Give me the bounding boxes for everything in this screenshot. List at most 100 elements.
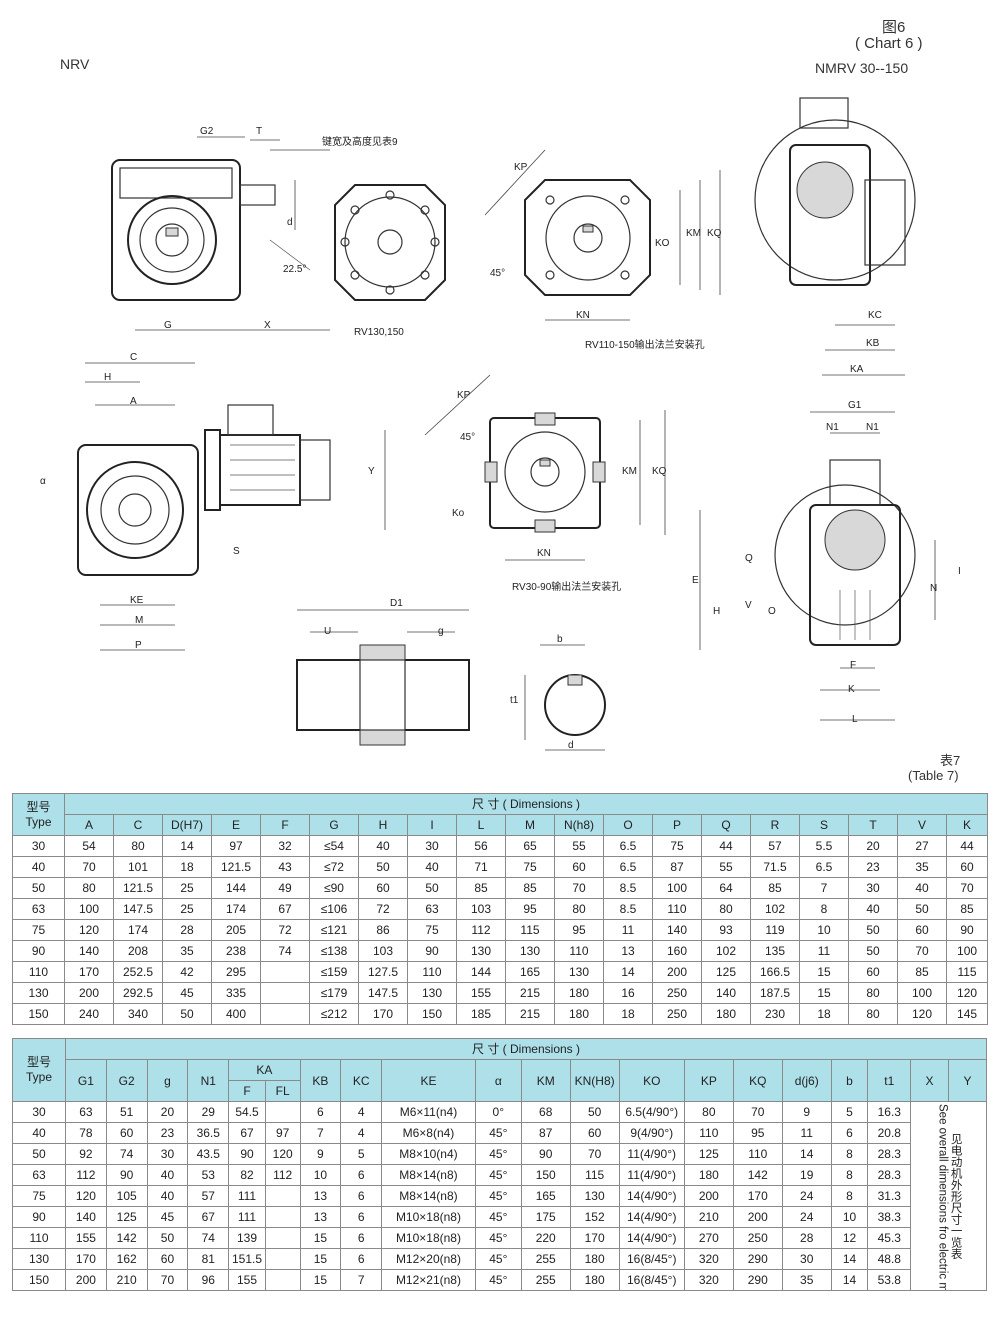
table2-cell: 67 — [187, 1206, 230, 1228]
figure-number-cn: 图6 — [882, 19, 906, 36]
table1-dims-title: 尺 寸 ( Dimensions ) — [63, 793, 989, 815]
table1-cell: 8 — [799, 898, 849, 920]
table1-cell — [260, 982, 310, 1004]
table1-type-cell: 63 — [12, 898, 65, 920]
table2-cell: 24 — [781, 1185, 832, 1207]
table2-cell: 6.5(4/90°) — [618, 1101, 685, 1123]
table2-cell: 200 — [65, 1269, 107, 1291]
table1-cell: 100 — [652, 877, 702, 899]
table2-type-cell: 110 — [11, 1227, 67, 1249]
table2-cell: 8 — [830, 1164, 869, 1186]
table1-cell: 44 — [945, 835, 989, 857]
table1-cell: 8.5 — [603, 898, 653, 920]
table2-cell — [264, 1248, 301, 1270]
table2-cell: 250 — [732, 1227, 783, 1249]
table1-cell: 238 — [211, 940, 261, 962]
label-t1: t1 — [510, 695, 519, 706]
label-v: V — [745, 600, 752, 611]
table1-cell: 8.5 — [603, 877, 653, 899]
table1-cell: ≤179 — [309, 982, 359, 1004]
table1-cell: 90 — [945, 919, 989, 941]
table2-col-header: G2 — [105, 1059, 148, 1102]
table2-type-cn: 型号 — [27, 1055, 52, 1069]
table2-cell: 38.3 — [867, 1206, 912, 1228]
table2-cell: M12×21(n8) — [381, 1269, 476, 1291]
table2-cell: 19 — [781, 1164, 832, 1186]
table1-cell: 208 — [113, 940, 163, 962]
table1-cell: 130 — [505, 940, 555, 962]
table2-cell: 82 — [228, 1164, 266, 1186]
table1-col-header: O — [603, 814, 653, 836]
table1-cell: 30 — [848, 877, 898, 899]
table2-cell: 151.5 — [228, 1248, 266, 1270]
table1-cell: 55 — [554, 835, 604, 857]
table2-cell: 290 — [732, 1248, 783, 1270]
table1-cell: 121.5 — [211, 856, 261, 878]
table1-cell: 18 — [603, 1003, 653, 1025]
table1-cell: 35 — [897, 856, 947, 878]
table2-cell: 60 — [105, 1122, 148, 1144]
table2-cell: 90 — [520, 1143, 571, 1165]
table1-cell: 44 — [701, 835, 751, 857]
table2-ka-subheader: F — [228, 1080, 266, 1102]
table1-cell: 13 — [603, 940, 653, 962]
table2-col-header: N1 — [187, 1059, 230, 1102]
table2-col-header: KA — [228, 1059, 301, 1081]
table2-cell: 7 — [340, 1269, 383, 1291]
label-45-top: 45° — [490, 268, 506, 279]
table2-col-header: g — [146, 1059, 189, 1102]
table1-col-header: Q — [701, 814, 751, 836]
table1-type-cell: 30 — [12, 835, 65, 857]
table2-cell: 15 — [299, 1227, 342, 1249]
table2-cell: 6 — [830, 1122, 869, 1144]
technical-drawings — [77, 97, 936, 751]
table2-cell: 290 — [732, 1269, 783, 1291]
table1-cell: 103 — [358, 940, 408, 962]
table1-cell: 85 — [945, 898, 989, 920]
table2-cell: 14 — [830, 1269, 869, 1291]
table2-cell: 78 — [65, 1122, 107, 1144]
table2-cell: 0° — [474, 1101, 522, 1123]
table1-cell: 70 — [554, 877, 604, 899]
table2-type-cell: 30 — [11, 1101, 67, 1123]
table2-cell: 16(8/45°) — [618, 1269, 685, 1291]
table1-cell: 54 — [64, 835, 114, 857]
table2-cell: 105 — [105, 1185, 148, 1207]
table2-cell: 142 — [732, 1164, 783, 1186]
table2-cell: M6×11(n4) — [381, 1101, 476, 1123]
table1-cell: 174 — [211, 898, 261, 920]
label-o: O — [768, 606, 776, 617]
table2-cell: 4 — [340, 1101, 383, 1123]
table2-cell: 162 — [105, 1248, 148, 1270]
table1-cell: 50 — [407, 877, 457, 899]
table1-cell: 100 — [897, 982, 947, 1004]
table1-cell: 75 — [652, 835, 702, 857]
table1-cell: 71 — [456, 856, 506, 878]
table2-cell: 28 — [781, 1227, 832, 1249]
table1-type-cell: 110 — [12, 961, 65, 983]
table2-cell: 5 — [830, 1101, 869, 1123]
hollow-shaft-section — [296, 609, 470, 746]
table2-cell: 14 — [830, 1248, 869, 1270]
table2-cell: 48.8 — [867, 1248, 912, 1270]
table2-cell: 180 — [569, 1269, 620, 1291]
table2-cell: 112 — [264, 1164, 301, 1186]
table2-col-header: KC — [340, 1059, 383, 1102]
table2-cell: 155 — [228, 1269, 266, 1291]
table2-cell: 110 — [732, 1143, 783, 1165]
table2-cell: M8×14(n8) — [381, 1164, 476, 1186]
table1-cell: 187.5 — [750, 982, 800, 1004]
table1-cell: 115 — [945, 961, 989, 983]
label-alpha: α — [40, 476, 46, 487]
table1-cell: 100 — [945, 940, 989, 962]
table1-cell: 80 — [64, 877, 114, 899]
label-t: T — [256, 126, 263, 137]
table2-cell: 200 — [732, 1206, 783, 1228]
table2-cell: 7 — [299, 1122, 342, 1144]
table1-cell: 11 — [799, 940, 849, 962]
label-u: U — [324, 626, 332, 637]
table2-cell: 24 — [781, 1206, 832, 1228]
table2-cell: M10×18(n8) — [381, 1227, 476, 1249]
table1-cell: 27 — [897, 835, 947, 857]
